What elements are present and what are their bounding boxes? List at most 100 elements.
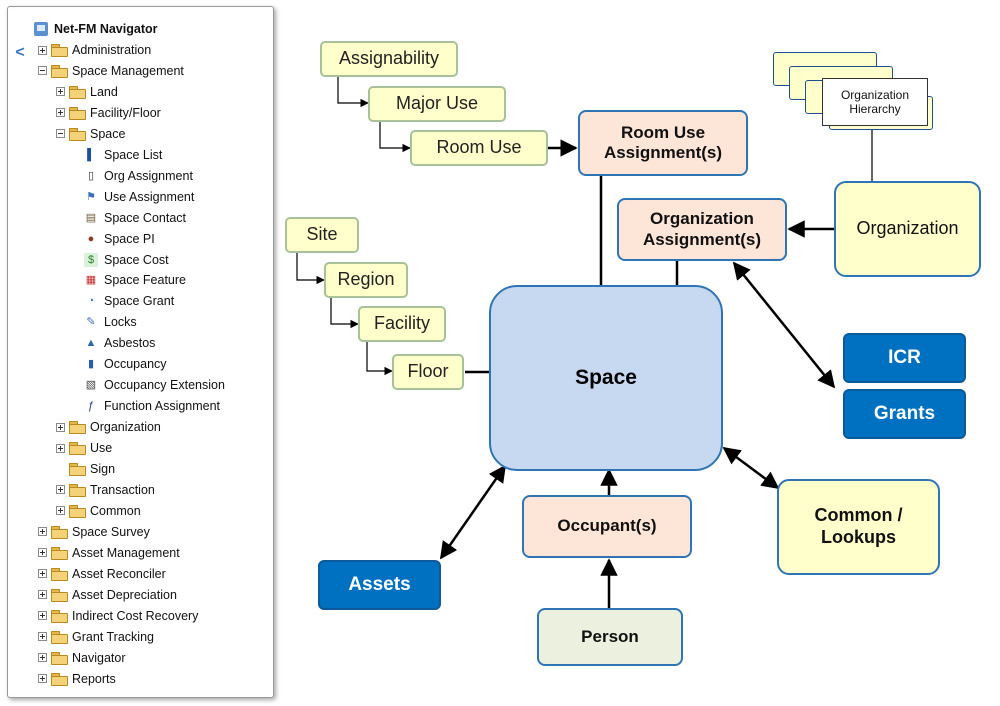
tree-item-label: Space [90, 126, 126, 141]
tree-item-label: Asset Depreciation [72, 587, 177, 602]
document-icon: ▯ [84, 168, 98, 183]
person-box: Person [537, 608, 683, 666]
tree-item[interactable]: Asset Management [38, 543, 180, 563]
collapse-icon[interactable] [56, 129, 65, 139]
arrow-orgassignment-icr [732, 261, 836, 389]
expand-icon[interactable] [56, 506, 65, 516]
tree-item[interactable]: ▧Occupancy Extension [84, 375, 225, 395]
tree-item[interactable]: ✎Locks [84, 312, 137, 332]
feature-icon: ▦ [84, 273, 98, 288]
grants-label: Grants [873, 402, 936, 424]
tree-item[interactable]: Reports [38, 669, 116, 689]
tree-item[interactable]: ▮Occupancy [84, 354, 167, 374]
expand-icon[interactable] [38, 653, 47, 663]
tree-item-label: Indirect Cost Recovery [72, 608, 199, 623]
tree-item-label: Space Management [72, 63, 184, 78]
folder-icon [69, 463, 86, 476]
tree-item-label: Grant Tracking [72, 629, 154, 644]
expand-icon[interactable] [38, 527, 47, 537]
space-label: Space [575, 366, 637, 390]
tree-item[interactable]: ▯Org Assignment [84, 166, 193, 186]
assets-box: Assets [318, 560, 441, 610]
room-use-assignment-box: Room Use Assignment(s) [578, 110, 748, 176]
tree-item[interactable]: Common [56, 501, 141, 521]
occupant-label: Occupant(s) [557, 516, 657, 536]
list-icon: ▌ [84, 147, 98, 162]
expand-icon[interactable] [38, 548, 47, 558]
tree-item-label: Space PI [104, 231, 155, 246]
tree-item[interactable]: Space [56, 124, 125, 144]
tree-item[interactable]: ⚑Use Assignment [84, 187, 194, 207]
tree-item[interactable]: Facility/Floor [56, 103, 161, 123]
tree-item[interactable]: ▲Asbestos [84, 333, 155, 353]
hazard-icon: ▲ [84, 336, 98, 351]
folder-icon [69, 442, 86, 456]
tree-item-label: Reports [72, 671, 116, 686]
tree-item[interactable]: Indirect Cost Recovery [38, 606, 198, 626]
folder-icon [51, 64, 68, 78]
expand-icon[interactable] [38, 590, 47, 600]
grants-box: Grants [843, 389, 966, 439]
tree-item-label: Space Feature [104, 273, 186, 288]
assignability-label: Assignability [338, 48, 440, 69]
person-label: Person [581, 626, 639, 646]
expand-icon[interactable] [38, 569, 47, 579]
tree-item[interactable]: $Space Cost [84, 250, 169, 270]
tree-item[interactable]: Administration [38, 40, 151, 60]
tree-item[interactable]: Navigator [38, 648, 126, 668]
organization-label: Organization [856, 218, 959, 239]
collapse-panel-icon[interactable]: < [15, 44, 25, 61]
expand-icon[interactable] [56, 87, 65, 97]
tree-item[interactable]: ● Space PI [84, 229, 155, 249]
expand-icon[interactable] [38, 611, 47, 621]
tree-item-label: Asset Management [72, 545, 180, 560]
tree-item[interactable]: Transaction [56, 480, 155, 500]
occupant-box: Occupant(s) [522, 495, 692, 558]
expand-icon[interactable] [38, 45, 47, 55]
tree-item[interactable]: Space Management [38, 61, 184, 81]
organization-assignment-label: Organization Assignment(s) [642, 209, 762, 249]
facility-label: Facility [373, 313, 430, 334]
function-icon: ƒ [84, 399, 98, 414]
tree-item-label: Transaction [90, 482, 155, 497]
people-icon: ● [84, 231, 98, 246]
tree-item-label: Common [90, 503, 141, 518]
folder-icon [51, 609, 68, 623]
tree-item-label: Space Grant [104, 294, 175, 309]
navigator-root[interactable]: Net-FM Navigator [34, 19, 157, 39]
tree-item[interactable]: Sign [56, 459, 115, 479]
tree-item[interactable]: ▤Space Contact [84, 208, 186, 228]
expand-icon[interactable] [56, 443, 65, 453]
navigator-title: Net-FM Navigator [54, 22, 158, 36]
occupancy-extension-icon: ▧ [84, 378, 98, 393]
tree-item[interactable]: Asset Depreciation [38, 585, 177, 605]
tree-item-label: Administration [72, 43, 152, 57]
folder-icon [51, 651, 68, 665]
tree-item-label: Asset Reconciler [72, 566, 166, 581]
expand-icon[interactable] [38, 632, 47, 642]
collapse-icon[interactable] [38, 66, 47, 76]
arrow-space-common [722, 446, 780, 490]
tree-item[interactable]: Organization [56, 417, 161, 437]
facility-box: Facility [358, 306, 446, 342]
major-use-box: Major Use [368, 86, 506, 122]
tree-item[interactable]: Land [56, 82, 118, 102]
tree-item[interactable]: Space Survey [38, 522, 150, 542]
expand-icon[interactable] [56, 485, 65, 495]
tree-item[interactable]: ▌Space List [84, 145, 162, 165]
tree-item-label: Occupancy [104, 357, 167, 372]
tree-item[interactable]: ▦ Space Feature [84, 270, 186, 290]
expand-icon[interactable] [56, 422, 65, 432]
expand-icon[interactable] [56, 108, 65, 118]
folder-icon [69, 421, 86, 435]
tree-item[interactable]: Use [56, 438, 112, 458]
org-hierarchy-label: Organization Hierarchy [840, 87, 910, 116]
tree-item[interactable]: Asset Reconciler [38, 564, 166, 584]
connector-majoruse-roomuse [379, 121, 411, 153]
tree-item[interactable]: Grant Tracking [38, 627, 154, 647]
tree-item[interactable]: ◔Space Grant [84, 291, 174, 311]
tree-item-label: Space Contact [104, 210, 186, 225]
arrow-space-assets [439, 464, 507, 560]
expand-icon[interactable] [38, 674, 47, 683]
